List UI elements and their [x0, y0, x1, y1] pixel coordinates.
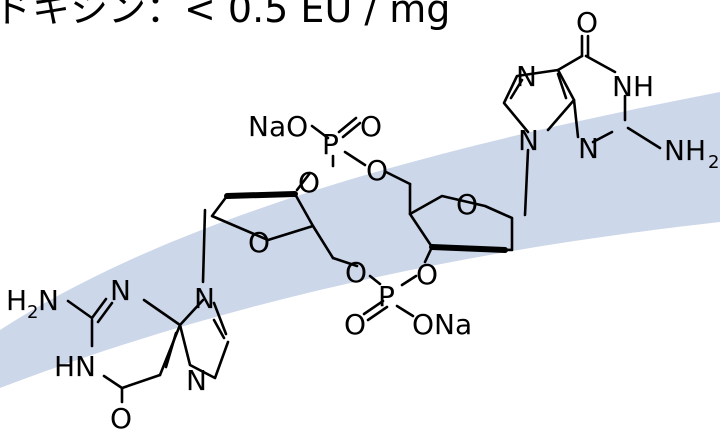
- bond-p-o-sugar-right: [400, 274, 418, 287]
- bond-p-o-double-mid-b: [362, 299, 385, 316]
- right-sugar-bold: [429, 244, 508, 253]
- atom-o-right-top: O: [366, 154, 388, 187]
- top-guanine-c4-c5-dbl: [556, 72, 568, 100]
- top-guanine-c2-nh2: [626, 126, 662, 150]
- atom-bottom-h2n-sub: 2: [27, 302, 38, 323]
- bottom-guanine-n3-c2-b: [96, 301, 114, 324]
- bottom-guanine-imidazole: [178, 298, 230, 380]
- atom-top-n7: N: [516, 60, 537, 93]
- atom-o-dbl-mid: O: [344, 308, 366, 341]
- left-ch2-to-o: [331, 256, 359, 268]
- bottom-guanine-c6-c5: [120, 373, 162, 390]
- atom-o-dbl-top: O: [360, 110, 382, 143]
- atom-bottom-h2n-n: N: [38, 284, 59, 317]
- bond-o-p-mid: [368, 274, 382, 286]
- atom-bottom-n7: N: [186, 364, 207, 397]
- atom-top-n9: N: [518, 124, 539, 157]
- atom-o-sugar-right-3: O: [416, 258, 438, 291]
- atom-ona-mid: ONa: [412, 308, 472, 341]
- bond-nao-p: [310, 124, 330, 140]
- atom-bottom-n9: N: [194, 282, 215, 315]
- left-sugar-ring: [210, 192, 315, 242]
- top-guanine-n3-c4: [572, 98, 580, 139]
- top-guanine-dbl-a: [509, 78, 524, 100]
- bond-p-o-double-a: [341, 121, 362, 139]
- bottom-guanine-c2-nh2: [66, 299, 94, 320]
- background-swoosh: [0, 92, 720, 388]
- bottom-guanine-c5-c4-dbl: [164, 331, 178, 369]
- left-sugar-bold: [224, 191, 298, 199]
- bond-p-o-double-mid-a: [366, 305, 389, 322]
- left-sugar-to-n9: [201, 208, 207, 284]
- left-sugar-to-ch2: [311, 224, 335, 260]
- atom-bottom-n3: N: [110, 274, 131, 307]
- atom-bottom-h2n-h: H: [6, 284, 27, 317]
- bond-p-o-double-b: [337, 116, 358, 134]
- bond-p-o-right: [343, 150, 367, 167]
- atom-p-mid: P: [378, 280, 395, 313]
- bottom-guanine-c4-n3: [142, 298, 182, 327]
- atom-bottom-hn1: HN: [54, 350, 96, 383]
- atom-bottom-o6: O: [110, 402, 132, 430]
- bottom-guanine-n1-c6: [102, 374, 124, 390]
- bottom-guanine-n9-c8: [212, 301, 228, 336]
- bond-p-ona: [395, 304, 415, 318]
- bottom-guanine-n3-c2-a: [90, 297, 108, 320]
- atom-o-ring-left: O: [248, 226, 270, 259]
- top-guanine-c2-n3: [591, 130, 614, 144]
- atom-o-ring-right: O: [456, 188, 478, 221]
- atom-top-n3: N: [578, 132, 599, 165]
- header-text: ドキシン：< 0.5 EU / mg: [0, 0, 451, 31]
- atom-top-nh2-sub: 2: [708, 152, 719, 173]
- right-sugar-to-n9: [523, 148, 530, 217]
- atom-o-link-mid: O: [345, 256, 367, 289]
- atom-top-nh1: NH: [612, 70, 654, 103]
- top-guanine-imidazole: [502, 68, 576, 134]
- top-guanine-c5-c6: [556, 54, 584, 72]
- bottom-guanine-dbl-a: [212, 318, 226, 340]
- atom-top-nh2: NH: [664, 134, 706, 167]
- right-ch2-to-o: [384, 170, 412, 186]
- atom-p-top: P: [322, 128, 339, 161]
- top-guanine-c6-n1: [584, 54, 617, 74]
- bond-o-sugar-left: [295, 171, 312, 192]
- atom-top-o6: O: [576, 6, 598, 39]
- atom-o-bridge-top: O: [298, 166, 320, 199]
- bonds: [66, 34, 662, 404]
- atom-nao-top: NaO: [248, 110, 308, 143]
